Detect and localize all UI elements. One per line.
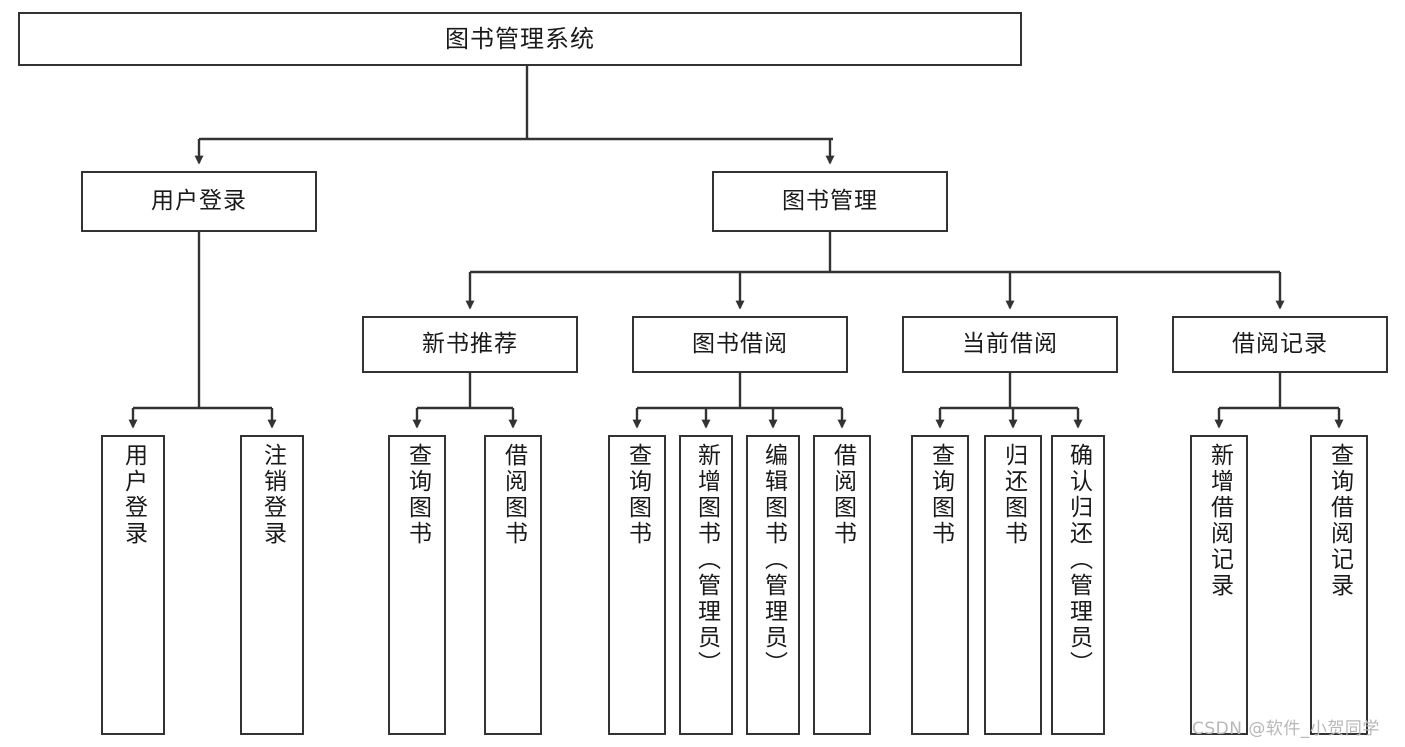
node-label: 查询图书	[404, 443, 431, 547]
node-label: 归还图书	[1000, 443, 1027, 547]
node-label: 编辑图书（管理员）	[760, 443, 787, 677]
node-label: 借阅图书	[829, 443, 856, 547]
node-root-library-system[interactable]: 图书管理系统	[18, 12, 1022, 66]
node-label: 新增借阅记录	[1206, 443, 1233, 599]
node-label: 用户登录	[120, 443, 147, 547]
node-label: 查询图书	[927, 443, 954, 547]
node-label: 用户登录	[151, 187, 247, 214]
node-label: 图书管理	[782, 187, 878, 214]
leaf-query-borrow-record[interactable]: 查询借阅记录	[1310, 435, 1368, 735]
leaf-query-book-current[interactable]: 查询图书	[911, 435, 969, 735]
leaf-confirm-return-admin[interactable]: 确认归还（管理员）	[1051, 435, 1105, 735]
leaf-borrow-book-new[interactable]: 借阅图书	[484, 435, 542, 735]
node-label: 查询借阅记录	[1326, 443, 1353, 599]
leaf-logout[interactable]: 注销登录	[240, 435, 304, 735]
node-label: 借阅图书	[500, 443, 527, 547]
node-user-login[interactable]: 用户登录	[81, 171, 317, 232]
node-label: 新增图书（管理员）	[693, 443, 720, 677]
leaf-user-login[interactable]: 用户登录	[101, 435, 165, 735]
node-label: 图书管理系统	[445, 24, 595, 53]
node-label: 注销登录	[259, 443, 286, 547]
node-borrow-records[interactable]: 借阅记录	[1172, 316, 1388, 373]
node-label: 新书推荐	[422, 330, 518, 357]
node-book-management[interactable]: 图书管理	[712, 171, 948, 232]
leaf-query-book-new[interactable]: 查询图书	[388, 435, 446, 735]
node-label: 借阅记录	[1232, 330, 1328, 357]
leaf-edit-book-admin[interactable]: 编辑图书（管理员）	[746, 435, 800, 735]
leaf-add-book-admin[interactable]: 新增图书（管理员）	[679, 435, 733, 735]
node-label: 当前借阅	[962, 330, 1058, 357]
leaf-query-book-borrow[interactable]: 查询图书	[608, 435, 666, 735]
leaf-add-borrow-record[interactable]: 新增借阅记录	[1190, 435, 1248, 735]
leaf-return-book[interactable]: 归还图书	[984, 435, 1042, 735]
node-book-borrow[interactable]: 图书借阅	[632, 316, 848, 373]
node-new-book-recommend[interactable]: 新书推荐	[362, 316, 578, 373]
node-current-borrow[interactable]: 当前借阅	[902, 316, 1118, 373]
node-label: 图书借阅	[692, 330, 788, 357]
leaf-borrow-book[interactable]: 借阅图书	[813, 435, 871, 735]
node-label: 查询图书	[624, 443, 651, 547]
node-label: 确认归还（管理员）	[1065, 443, 1092, 677]
